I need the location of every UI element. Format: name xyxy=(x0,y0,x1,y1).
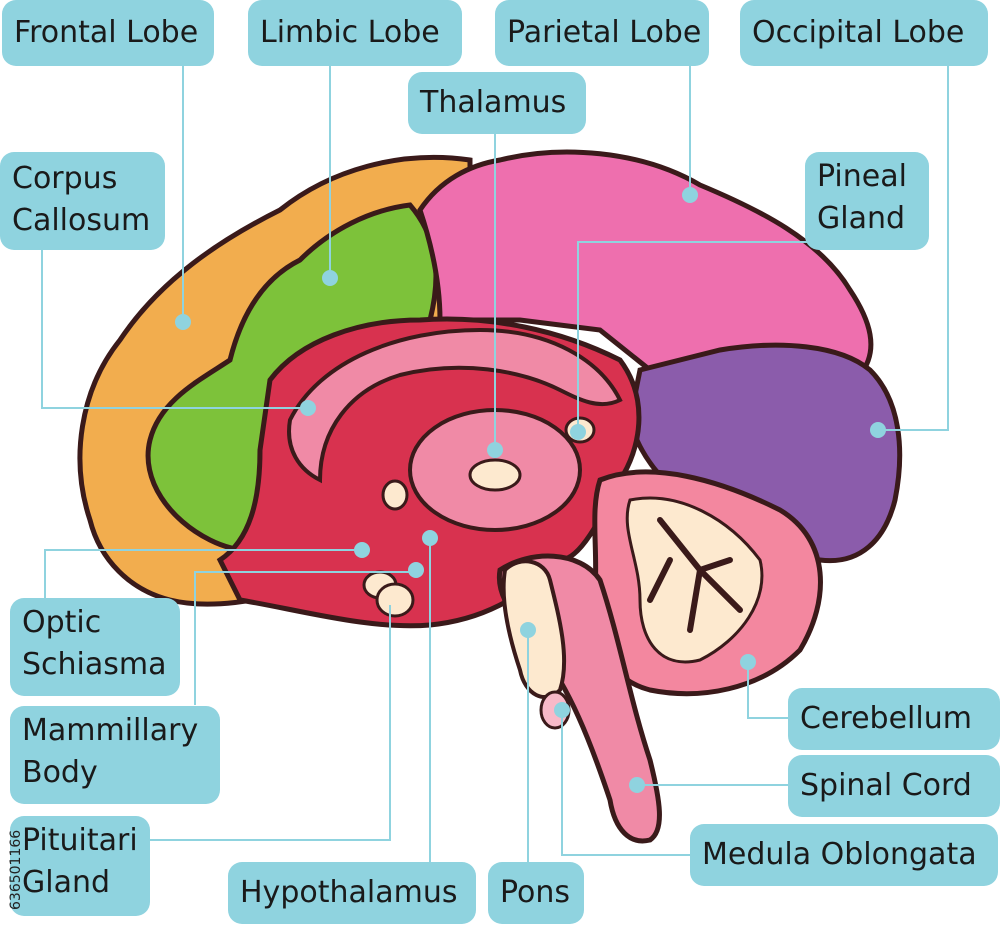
dot-cerebellum xyxy=(740,654,756,670)
dot-pons xyxy=(520,622,536,638)
label-cerebellum: Cerebellum xyxy=(788,688,1000,750)
pituitary-shape xyxy=(375,582,415,618)
anchor-dots xyxy=(175,187,886,793)
label-corpus-callosum-line2: Callosum xyxy=(12,203,151,238)
label-mammillary-body: Mammillary Body xyxy=(10,706,220,804)
thalamus-core xyxy=(468,458,522,492)
cerebellum-branches xyxy=(647,517,743,633)
label-pineal-gland-line1: Pineal xyxy=(817,159,907,194)
label-corpus-callosum: Corpus Callosum xyxy=(0,152,165,250)
label-optic-schiasma: Optic Schiasma xyxy=(10,598,180,696)
leader-medula xyxy=(561,710,690,856)
label-parietal-lobe: Parietal Lobe xyxy=(495,0,709,66)
leader-pineal xyxy=(577,241,810,432)
label-pineal-gland-line2: Gland xyxy=(817,201,906,236)
dot-parietal xyxy=(682,187,698,203)
dot-thalamus xyxy=(487,442,503,458)
dot-frontal xyxy=(175,314,191,330)
leader-mammillary xyxy=(194,571,420,705)
dot-spinal xyxy=(629,777,645,793)
leader-corpus xyxy=(41,250,308,409)
cerebellum-tree xyxy=(625,496,764,664)
dot-medula xyxy=(554,702,570,718)
label-thalamus: Thalamus xyxy=(408,72,586,134)
label-pituitari-gland-line1: Pituitari xyxy=(22,823,138,858)
label-mammillary-body-line1: Mammillary xyxy=(22,713,199,748)
label-medula-oblongata: Medula Oblongata xyxy=(690,824,998,886)
dot-optic xyxy=(354,542,370,558)
label-pituitari-gland-line2: Gland xyxy=(22,865,111,900)
dot-corpus xyxy=(300,400,316,416)
optic-chiasm-shape xyxy=(381,479,409,511)
label-hypothalamus: Hypothalamus xyxy=(228,862,476,924)
leader-lines xyxy=(41,65,949,865)
label-optic-schiasma-line1: Optic xyxy=(22,605,102,640)
leader-cerebellum xyxy=(747,662,790,719)
leader-pituitari xyxy=(150,605,391,841)
label-limbic-lobe: Limbic Lobe xyxy=(248,0,462,66)
leader-occipital xyxy=(878,65,949,431)
dot-mammillary xyxy=(408,562,424,578)
parietal-lobe-region xyxy=(417,149,874,383)
label-pineal-gland: Pineal Gland xyxy=(805,152,929,250)
label-pituitari-gland: Pituitari Gland xyxy=(10,816,150,916)
dot-hypothalamus xyxy=(422,530,438,546)
dot-limbic xyxy=(322,270,338,286)
label-pons: Pons xyxy=(488,862,584,924)
label-spinal-cord: Spinal Cord xyxy=(788,755,1000,817)
stock-id-watermark: 636501166 xyxy=(6,690,30,910)
stock-id-text: 636501166 xyxy=(8,829,24,910)
leader-optic xyxy=(44,549,362,600)
label-mammillary-body-line2: Body xyxy=(22,755,98,790)
label-optic-schiasma-line2: Schiasma xyxy=(22,647,167,682)
corpus-callosum-shape xyxy=(287,327,623,484)
dot-occipital xyxy=(870,422,886,438)
label-frontal-lobe: Frontal Lobe xyxy=(2,0,214,66)
dot-pineal xyxy=(570,424,586,440)
label-corpus-callosum-line1: Corpus xyxy=(12,161,118,196)
label-occipital-lobe: Occipital Lobe xyxy=(740,0,988,66)
